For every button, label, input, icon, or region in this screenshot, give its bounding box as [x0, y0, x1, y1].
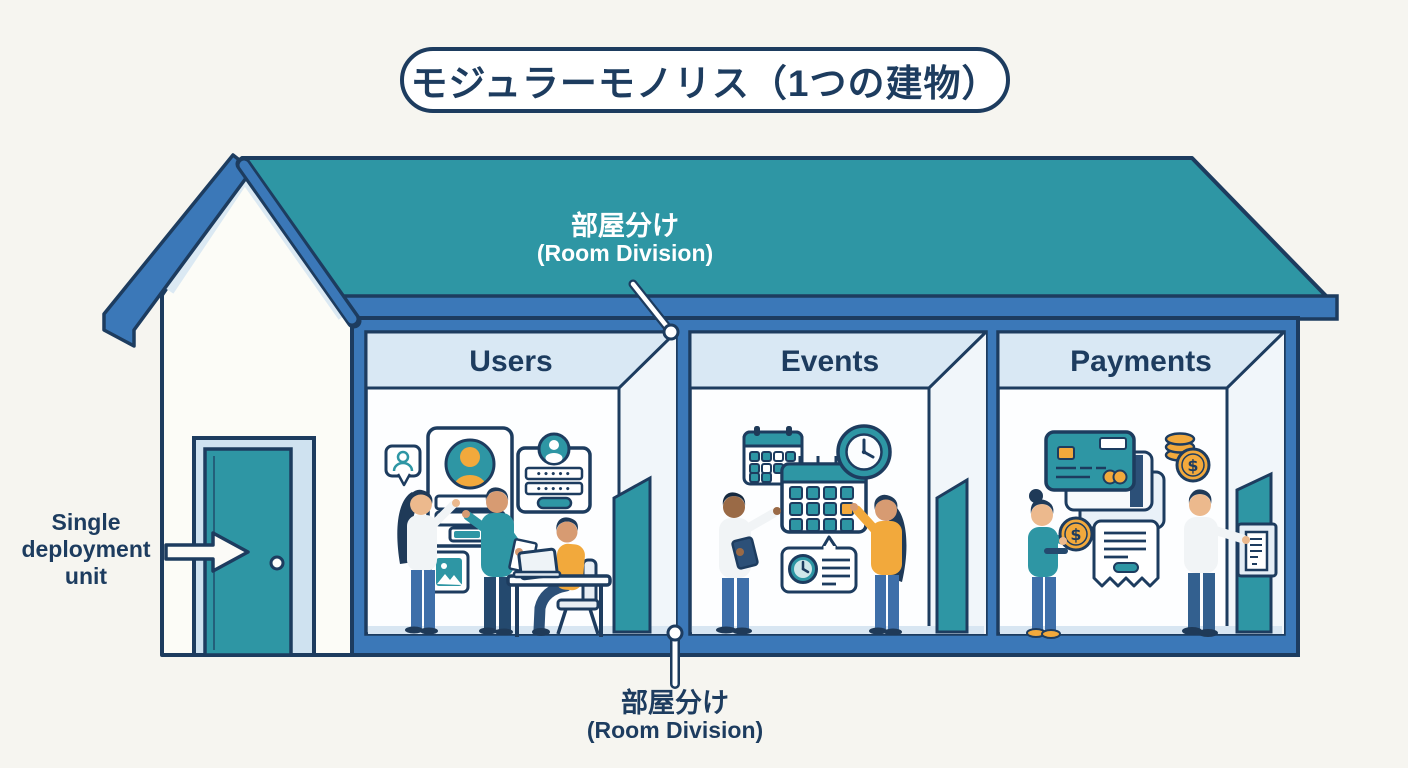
room-payments: $ $: [996, 330, 1286, 639]
person-events-man: [716, 492, 781, 635]
person-payments-woman: $: [1026, 489, 1094, 639]
gable-roof-edge-left: [102, 153, 254, 348]
password-dots: •••••: [536, 485, 572, 495]
room-division-top-jp: 部屋分け: [571, 211, 679, 241]
door-knob: [269, 555, 285, 571]
pointer-bottom: [666, 624, 684, 689]
room-events: [688, 330, 988, 636]
dollar-symbol: $: [1070, 525, 1081, 544]
password-dots: •••••: [536, 470, 572, 480]
person-users-woman: [397, 489, 460, 635]
roof-fascia: [339, 294, 1339, 321]
roof: [240, 156, 1331, 301]
events-open-door: [935, 477, 969, 634]
photo-card-icon: [428, 550, 470, 594]
room-label-payments: Payments: [1070, 345, 1212, 378]
room-division-top-en: (Room Division): [536, 240, 714, 267]
dollar-symbol: $: [1187, 456, 1198, 475]
receipt-icon: [1092, 519, 1160, 588]
room-division-label-bottom: 部屋分け (Room Division): [550, 688, 800, 744]
clock-icon: [836, 424, 892, 480]
user-chat-bubble-icon: [384, 444, 422, 487]
person-events-woman: [850, 494, 907, 636]
gable-entrance: [102, 153, 362, 657]
deployment-arrow-icon: [164, 531, 250, 573]
room-label-users: Users: [469, 345, 553, 378]
room-division-label-top: 部屋分け (Room Division): [505, 211, 745, 267]
calendar-icon: [780, 456, 868, 534]
room-users: ••••• •••••: [364, 330, 678, 637]
room-label-events: Events: [780, 345, 880, 378]
credit-card-icon: [1044, 430, 1166, 530]
users-open-door: [612, 475, 652, 634]
person-payments-man: [1182, 489, 1250, 637]
payment-terminal-icon: [1236, 522, 1278, 578]
title-pill: モジュラーモノリス（1つの建物）: [400, 47, 1010, 113]
room-division-bottom-jp: 部屋分け: [621, 688, 729, 718]
pointer-top: [628, 279, 680, 341]
login-form-icon: ••••• •••••: [516, 432, 592, 514]
dollar-coin-icon: $: [1175, 447, 1211, 483]
laptop-desk-icon: [506, 517, 612, 637]
single-deployment-unit-label: Single deployment unit: [21, 509, 151, 589]
page-title: モジュラーモノリス（1つの建物）: [410, 63, 1000, 104]
room-division-bottom-en: (Room Division): [586, 717, 764, 744]
schedule-note-icon: [780, 535, 858, 594]
